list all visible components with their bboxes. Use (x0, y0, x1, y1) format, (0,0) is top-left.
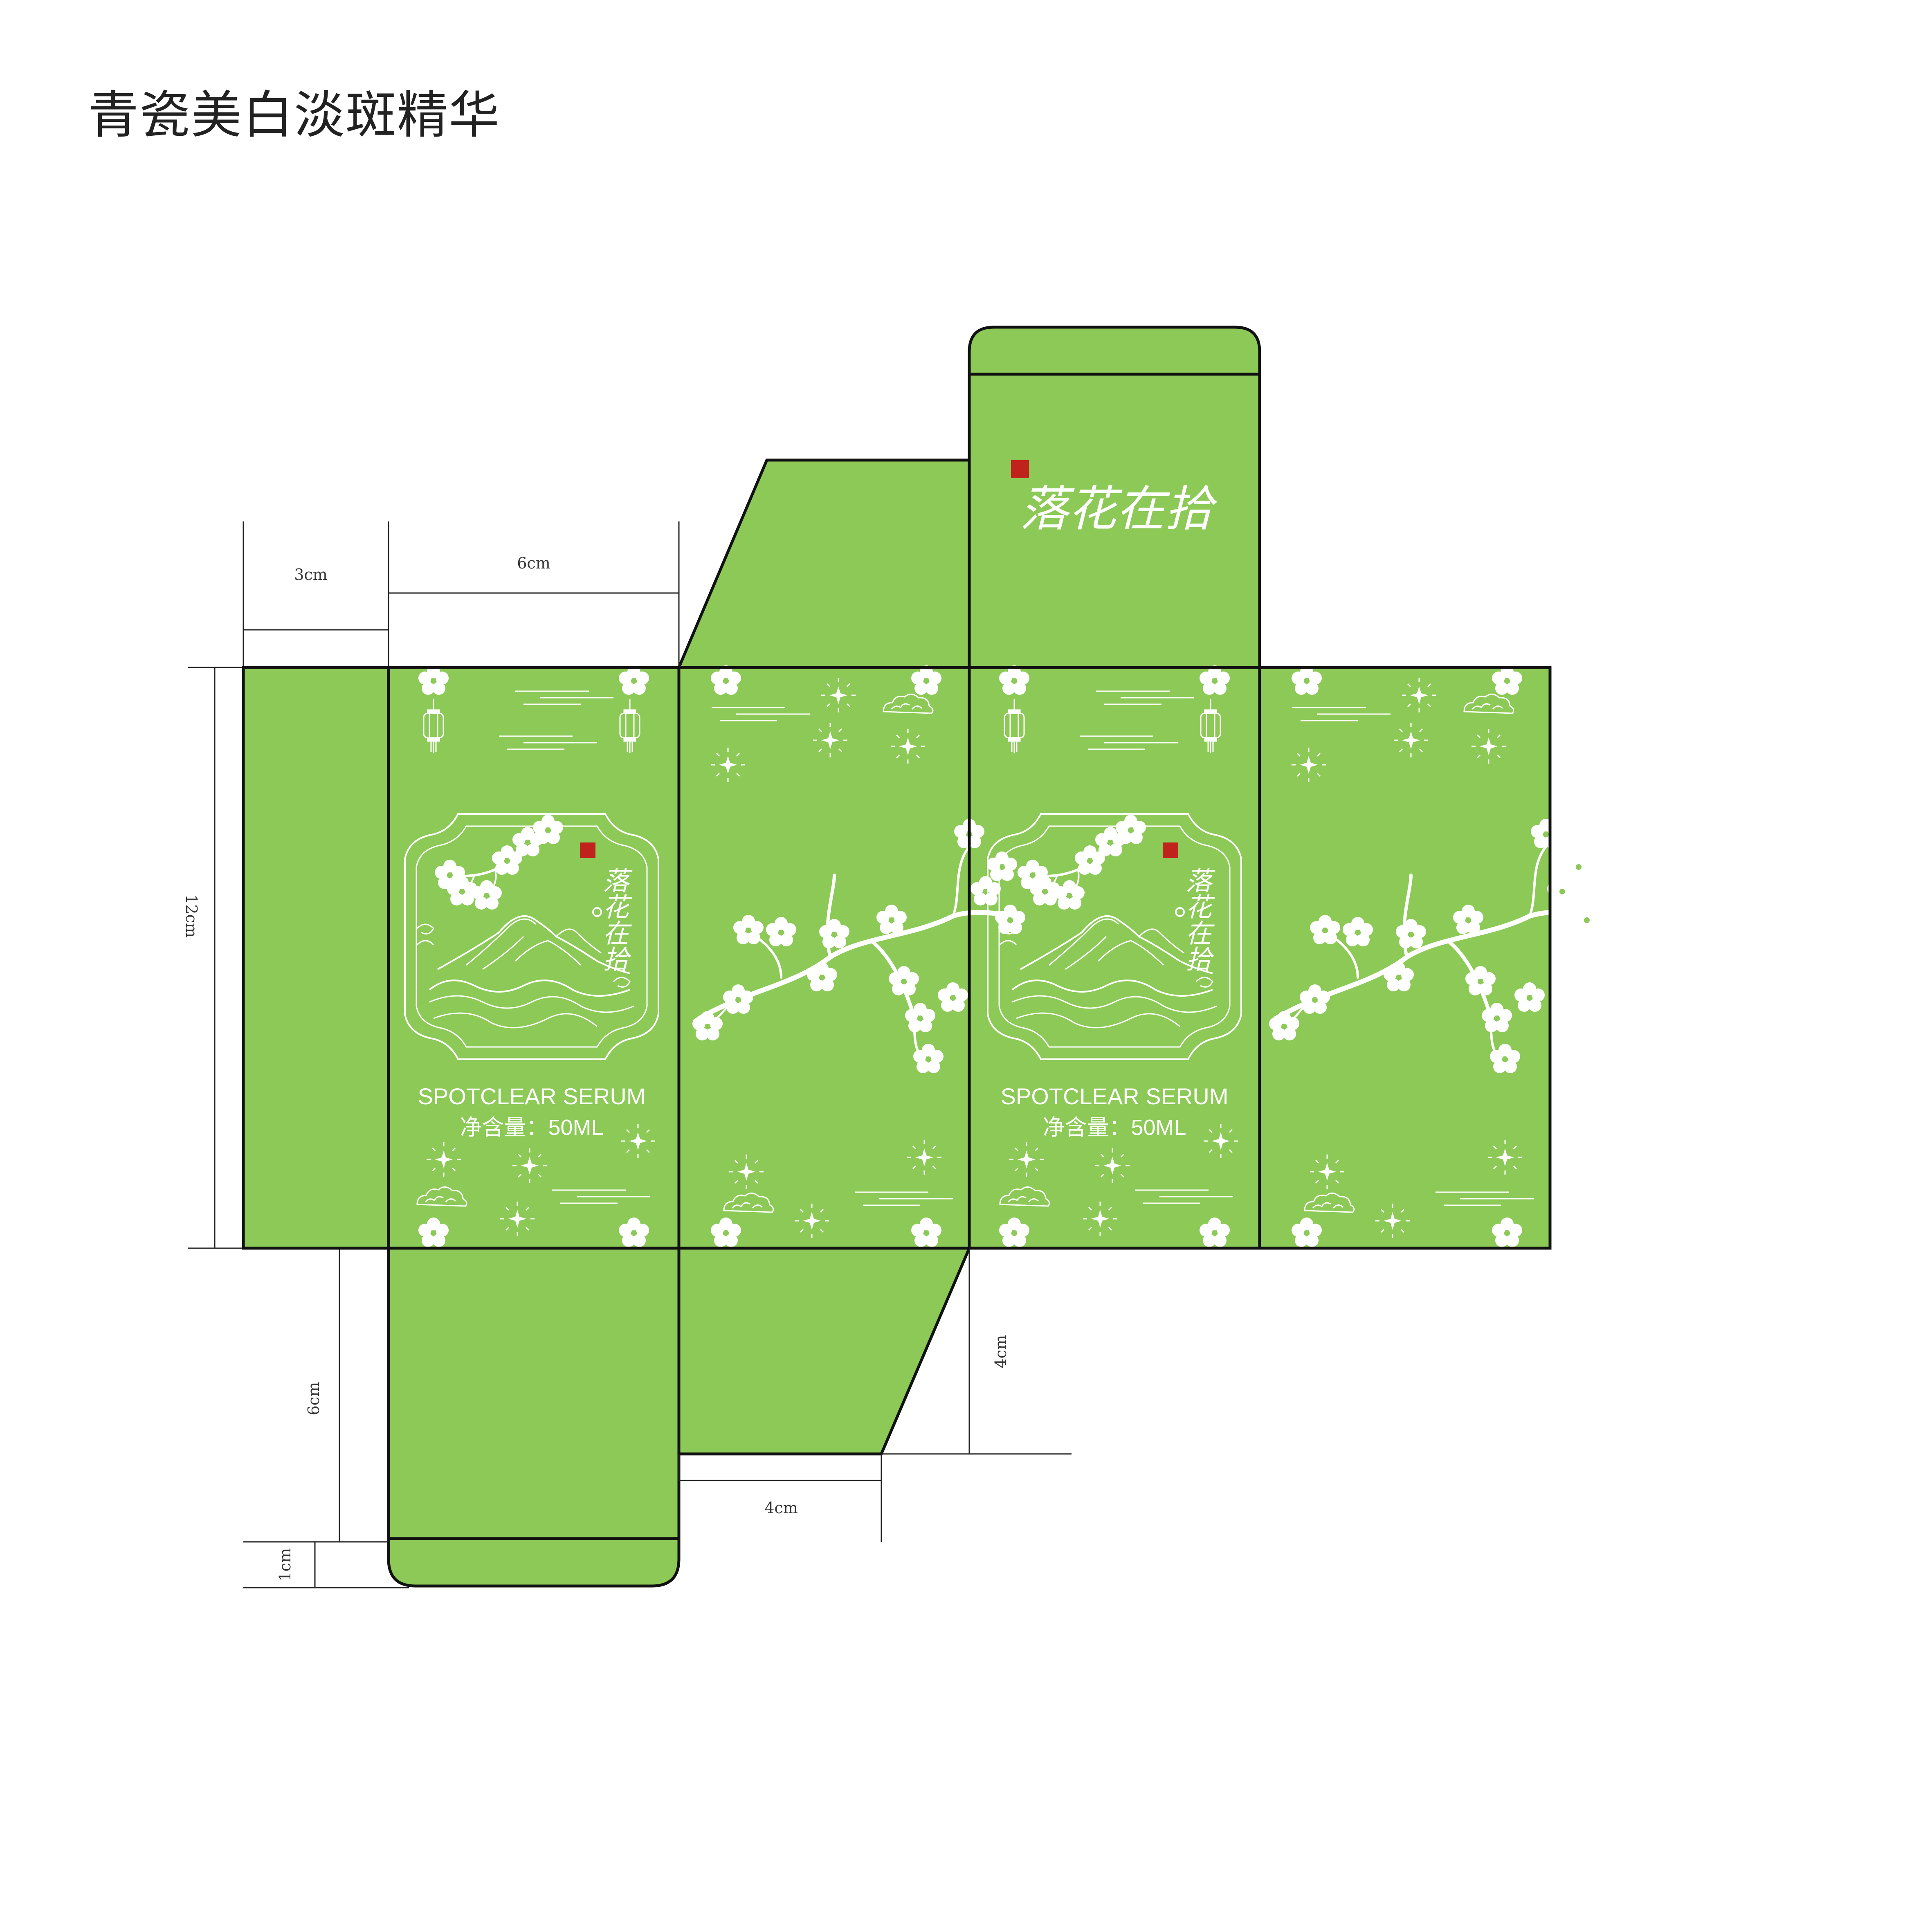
seal-stamp (1011, 460, 1029, 478)
front-panel (387, 666, 681, 1250)
dim-glue-flap: 3cm (294, 566, 328, 584)
dim-tab: 1cm (276, 1548, 294, 1582)
front-product-name: SPOTCLEAR SERUM (418, 1083, 646, 1109)
dieline-panels (242, 326, 1552, 1588)
front-volume: 净含量：50ML (460, 1115, 603, 1140)
back-seal (1163, 842, 1178, 858)
back-volume: 净含量：50ML (1042, 1115, 1186, 1140)
top-lid-artwork: 落花在拾 (1011, 460, 1218, 537)
bottom-lid (387, 1247, 681, 1540)
dimension-labels: 3cm 6cm 12cm 6cm 1cm 4cm 4cm (182, 554, 1010, 1582)
dim-dust-flap-width: 4cm (764, 1499, 798, 1517)
front-seal (580, 842, 595, 858)
dim-panel-width: 6cm (517, 554, 550, 572)
lid-brand: 落花在拾 (1020, 481, 1218, 537)
glue-flap (242, 666, 390, 1250)
dim-dust-flap-depth: 4cm (992, 1335, 1010, 1368)
top-lid (968, 373, 1261, 669)
back-product-name: SPOTCLEAR SERUM (1001, 1083, 1229, 1109)
dimension-lines (188, 521, 1072, 1588)
dim-height: 12cm (182, 894, 200, 938)
back-panel-artwork: 落花在拾 SPOTCLEAR SERUM 净含量：50ML (988, 665, 1241, 1247)
dim-bottom-tuck: 6cm (305, 1382, 323, 1415)
bottom-dust-flap (677, 1247, 972, 1456)
page-title: 青瓷美白淡斑精华 (88, 86, 501, 145)
top-dust-flap (676, 458, 971, 669)
front-brand: 落花在拾 (598, 867, 629, 972)
front-panel-artwork: 落花在拾 SPOTCLEAR SERUM 净含量：50ML (405, 665, 658, 1247)
top-tuck-tab (968, 326, 1261, 376)
bottom-tuck-tab (387, 1537, 681, 1588)
back-brand: 落花在拾 (1181, 867, 1211, 972)
back-panel (968, 666, 1261, 1250)
